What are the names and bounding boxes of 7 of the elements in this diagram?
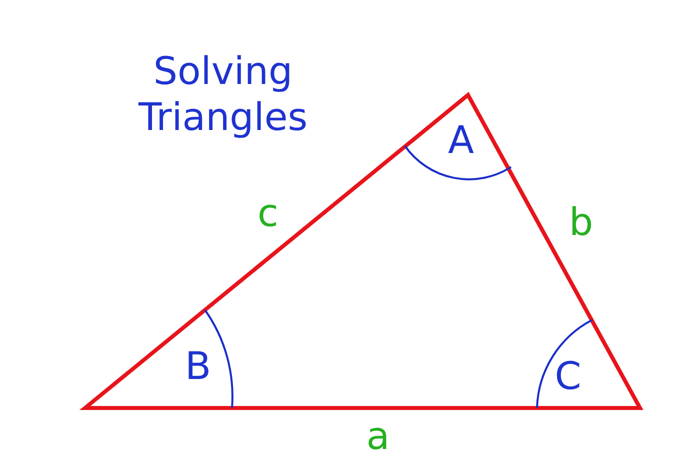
title: Solving Triangles <box>137 48 309 140</box>
angle-label: B <box>184 347 212 385</box>
angle-label: C <box>554 357 582 395</box>
side-label: b <box>568 203 594 241</box>
side-label: a <box>366 417 390 455</box>
angle-label: A <box>448 121 474 159</box>
side-label: c <box>258 194 278 232</box>
